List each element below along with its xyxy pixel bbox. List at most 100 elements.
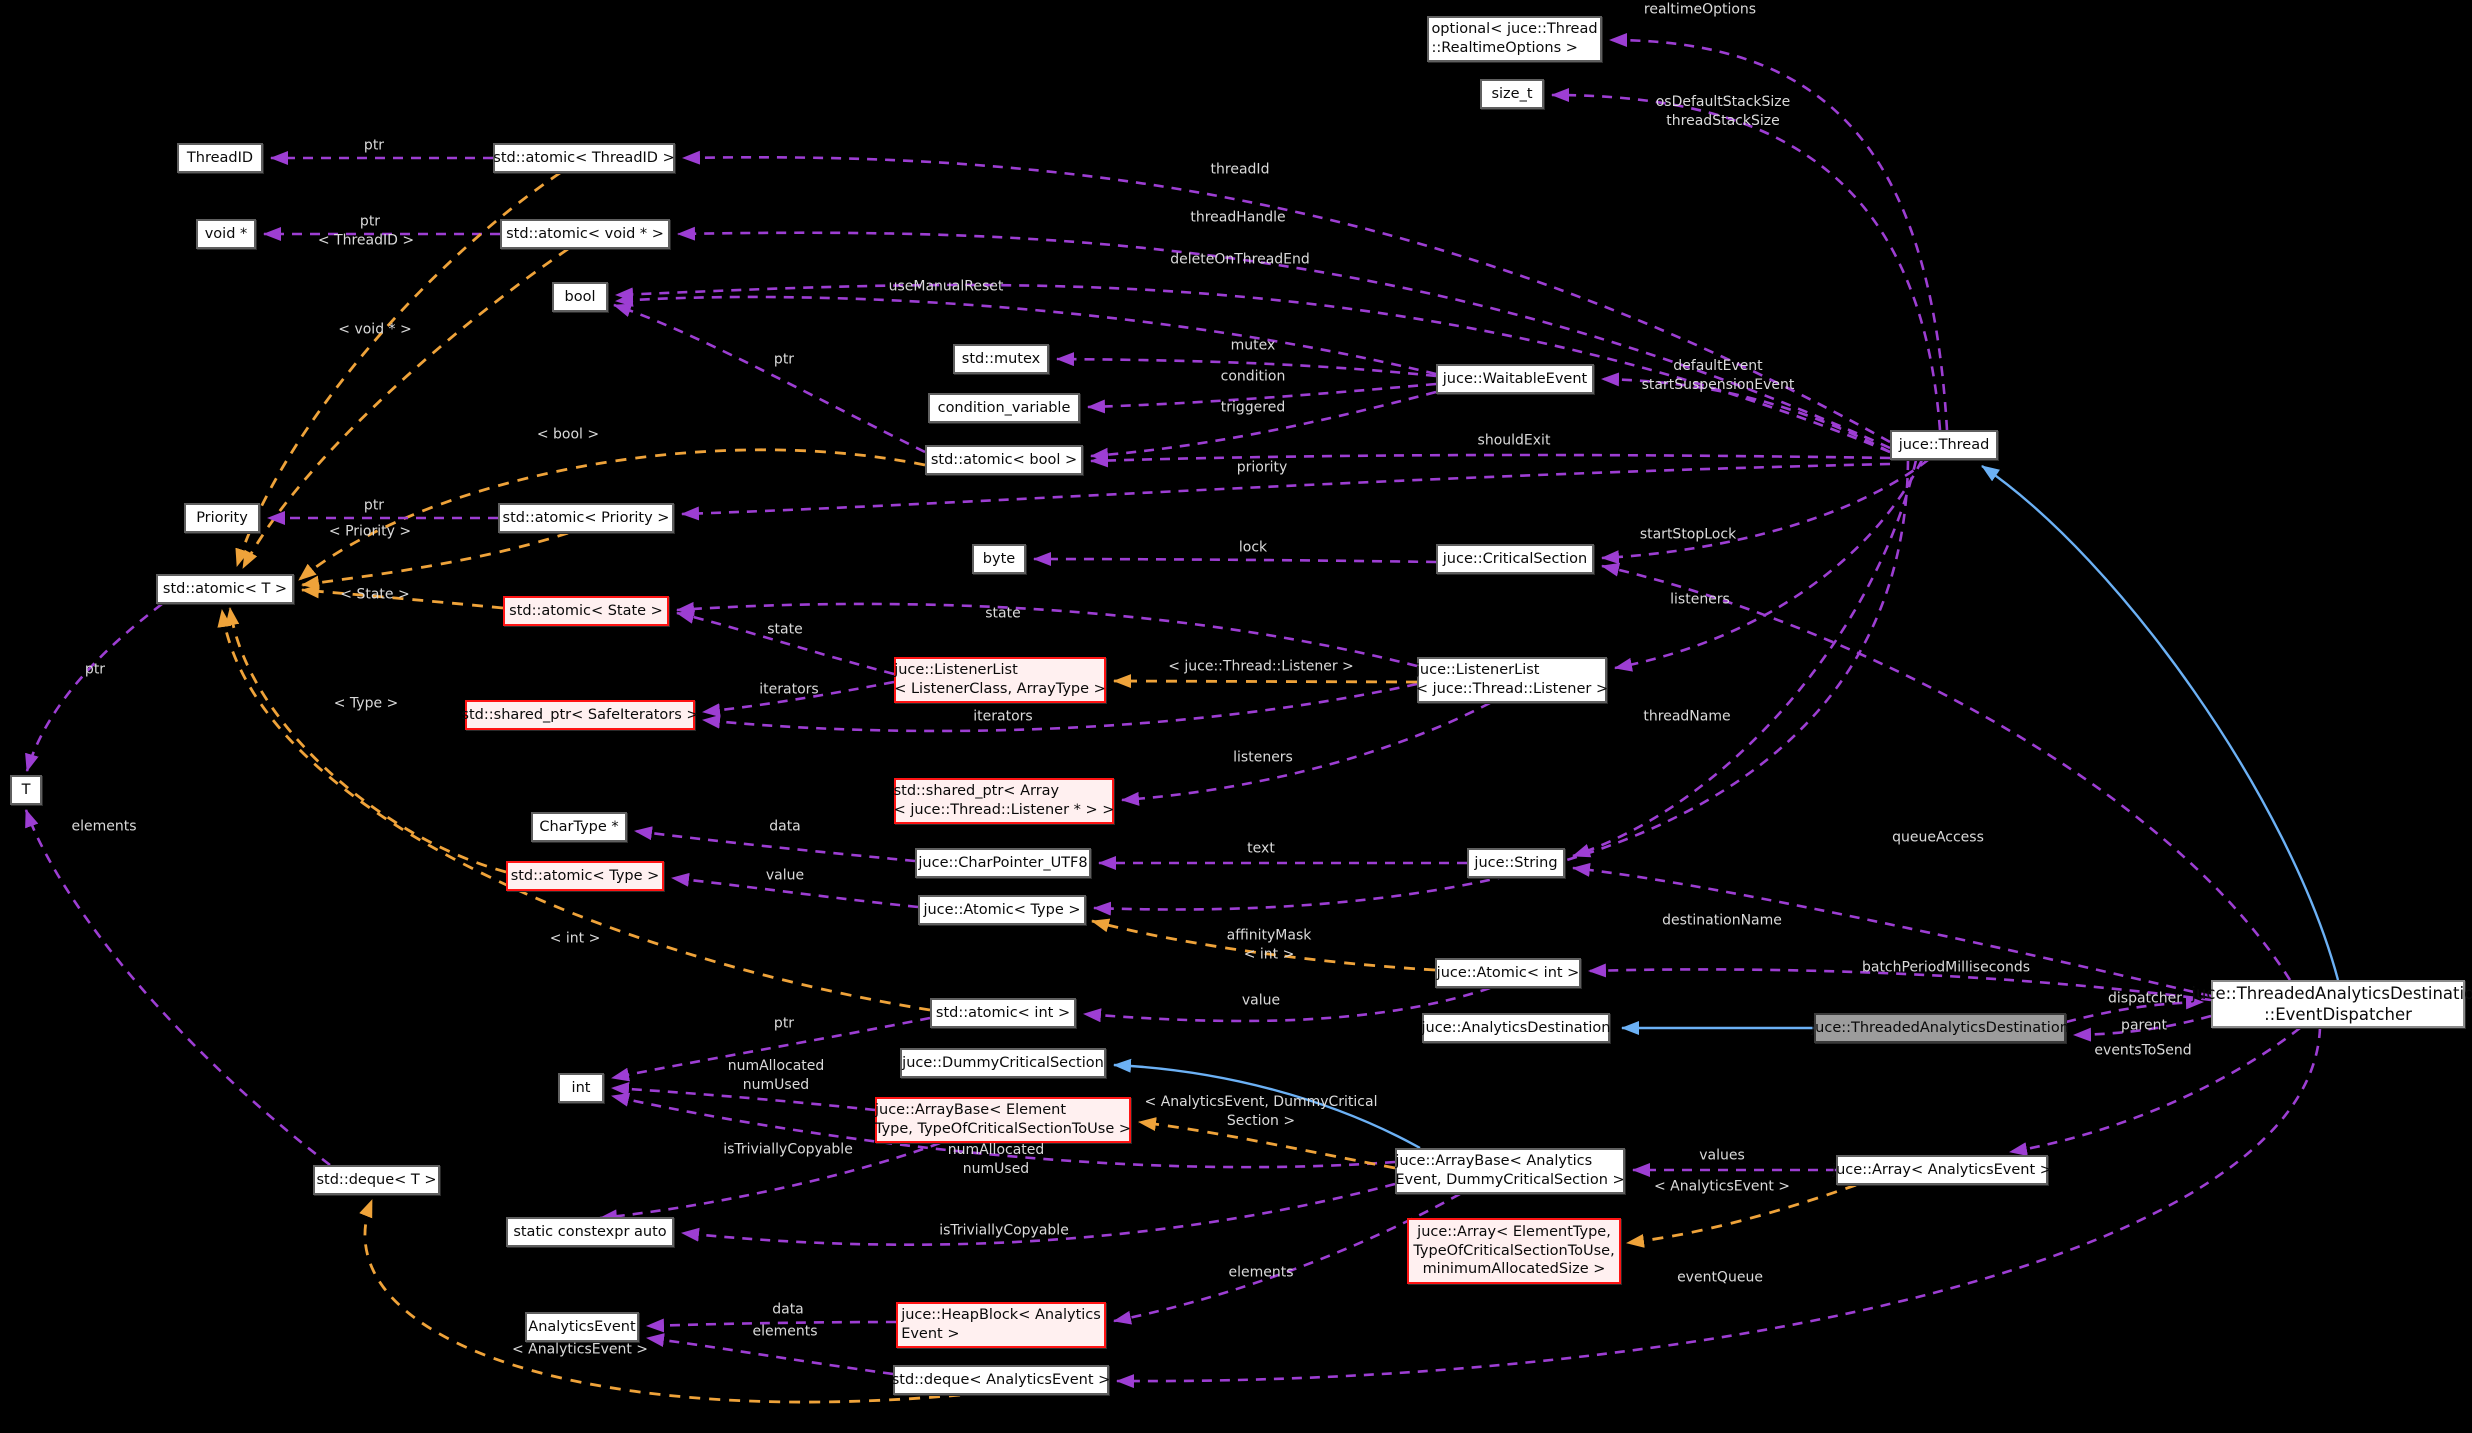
usage-edge-10 <box>613 303 926 454</box>
edge-label-tmpl_ae_dcs: < AnalyticsEvent, DummyCritical Section … <box>1144 1094 1378 1129</box>
class-node-atomic_priority[interactable]: std::atomic< Priority > <box>498 503 674 533</box>
edge-label-shouldexit: shouldExit <box>1477 432 1551 449</box>
class-node-atomic_voidptr[interactable]: std::atomic< void * > <box>500 219 670 249</box>
class-node-charpointer[interactable]: juce::CharPointer_UTF8 <box>915 848 1091 878</box>
edge-label-defaultevent: defaultEvent startSuspensionEvent <box>1641 358 1795 393</box>
class-node-array_ae[interactable]: juce::Array< AnalyticsEvent > <box>1832 1155 2052 1185</box>
class-node-deque_t[interactable]: std::deque< T > <box>313 1165 440 1195</box>
usage-edge-33 <box>634 826 916 863</box>
edge-label-values: values <box>1699 1147 1745 1164</box>
usage-edge-27 <box>702 680 895 718</box>
class-node-threaded_dest: juce::ThreadedAnalyticsDestination <box>1811 1013 2069 1043</box>
usage-edge-22 <box>1614 459 1924 672</box>
usage-edge-51 <box>681 1182 1396 1246</box>
usage-edge-21 <box>1033 552 1437 567</box>
edge-label-listeners1: listeners <box>1670 591 1730 608</box>
class-node-atomic_type_juce[interactable]: juce::Atomic< Type > <box>918 895 1086 925</box>
class-node-t[interactable]: T <box>10 775 42 805</box>
class-node-arraybase_ae[interactable]: juce::ArrayBase< Analytics Event, DummyC… <box>1395 1148 1625 1194</box>
usage-edge-20 <box>1601 458 1929 565</box>
class-node-atomic_t[interactable]: std::atomic< T > <box>156 574 294 604</box>
edge-label-iterators1: iterators <box>759 681 819 698</box>
edge-label-elements2: elements <box>752 1323 818 1340</box>
usage-edge-12 <box>1087 382 1437 414</box>
usage-edge-37 <box>1572 862 2212 998</box>
usage-edge-28 <box>702 682 1418 733</box>
class-node-dummy_critical[interactable]: juce::DummyCriticalSection <box>900 1048 1106 1078</box>
edge-label-ptr1: ptr <box>363 137 385 154</box>
class-node-waitable[interactable]: juce::WaitableEvent <box>1436 364 1594 394</box>
class-node-atomic_threadid[interactable]: std::atomic< ThreadID > <box>493 143 675 173</box>
edge-label-state1: state <box>767 621 803 638</box>
edge-label-tmpl_ae1: < AnalyticsEvent > <box>1653 1178 1791 1195</box>
edge-label-dispatcher: dispatcher <box>2108 990 2182 1007</box>
edge-label-ptr4: ptr <box>363 497 385 514</box>
class-node-byte[interactable]: byte <box>972 544 1026 574</box>
edge-label-batchperiod: batchPeriodMilliseconds <box>1861 959 2031 976</box>
class-node-atomic_int_juce[interactable]: juce::Atomic< int > <box>1435 958 1581 988</box>
class-node-array_t[interactable]: juce::Array< ElementType, TypeOfCritical… <box>1407 1218 1621 1284</box>
edge-label-destinationname: destinationName <box>1662 912 1782 929</box>
class-node-string[interactable]: juce::String <box>1467 848 1565 878</box>
template-edge-40 <box>217 609 931 1012</box>
usage-edge-0 <box>1609 33 1949 431</box>
class-node-voidptr[interactable]: void * <box>196 219 256 249</box>
edge-label-queueaccess: queueAccess <box>1892 829 1984 846</box>
class-node-deque_ae[interactable]: std::deque< AnalyticsEvent > <box>892 1365 1110 1395</box>
class-node-atomic_int[interactable]: std::atomic< int > <box>930 998 1076 1028</box>
edge-label-realtimeoptions: realtimeOptions <box>1643 1 1757 18</box>
edge-label-condition: condition <box>1220 368 1286 385</box>
class-node-chartype[interactable]: CharType * <box>531 812 627 842</box>
usage-edge-4 <box>615 283 1891 454</box>
usage-edge-50 <box>599 1141 941 1224</box>
usage-edge-30 <box>1121 701 1491 806</box>
class-node-listenerlist_t[interactable]: juce::ListenerList < ListenerClass, Arra… <box>894 657 1106 703</box>
edge-label-lock: lock <box>1238 539 1268 556</box>
edge-label-threadname: threadName <box>1643 708 1731 725</box>
edge-label-mutex: mutex <box>1230 337 1276 354</box>
class-node-static_auto[interactable]: static constexpr auto <box>506 1217 674 1247</box>
class-node-atomic_bool[interactable]: std::atomic< bool > <box>925 445 1083 475</box>
edge-label-numalloc1: numAllocated numUsed <box>727 1058 825 1093</box>
class-node-condvar[interactable]: condition_variable <box>928 393 1080 423</box>
class-node-sharedptr_array[interactable]: std::shared_ptr< Array < juce::Thread::L… <box>894 778 1114 824</box>
class-node-optional[interactable]: optional< juce::Thread ::RealtimeOptions… <box>1427 16 1602 62</box>
class-node-listenerlist[interactable]: juce::ListenerList < juce::Thread::Liste… <box>1416 657 1608 703</box>
class-node-thread[interactable]: juce::Thread <box>1890 430 1998 460</box>
usage-edge-2 <box>682 150 1891 444</box>
usage-edge-35 <box>671 872 919 909</box>
class-node-threadid[interactable]: ThreadID <box>177 143 263 173</box>
edge-label-tmpl_int2: < int > <box>549 930 601 947</box>
class-node-event_dispatcher[interactable]: juce::ThreadedAnalyticsDestination ::Eve… <box>2191 980 2472 1028</box>
class-node-analytics_dest[interactable]: juce::AnalyticsDestination <box>1422 1013 1610 1043</box>
usage-edge-47 <box>611 1082 876 1112</box>
edge-label-eventqueue: eventQueue <box>1677 1269 1763 1286</box>
edge-label-tmpl_voidptr: < void * > <box>338 321 412 338</box>
edge-label-value1: value <box>765 867 805 884</box>
usage-edge-41 <box>1083 986 1491 1023</box>
class-node-analytics_event[interactable]: AnalyticsEvent <box>525 1312 639 1342</box>
class-node-atomic_state[interactable]: std::atomic< State > <box>503 596 669 626</box>
class-node-sharedptr_safe[interactable]: std::shared_ptr< SafeIterators > <box>461 700 699 730</box>
class-node-arraybase_t[interactable]: juce::ArrayBase< Element Type, TypeOfCri… <box>875 1097 1131 1143</box>
usage-edge-5 <box>615 292 1437 376</box>
edge-label-numalloc2: numAllocated numUsed <box>947 1142 1045 1177</box>
class-node-int[interactable]: int <box>558 1073 604 1103</box>
template-edge-29 <box>1113 674 1418 689</box>
class-node-sizet[interactable]: size_t <box>1480 79 1544 109</box>
edge-label-data2: data <box>772 1301 804 1318</box>
class-node-critical[interactable]: juce::CriticalSection <box>1436 544 1594 574</box>
edge-label-ptr3: ptr <box>773 351 795 368</box>
class-node-atomic_type[interactable]: std::atomic< Type > <box>506 861 664 891</box>
class-node-heapblock[interactable]: juce::HeapBlock< Analytics Event > <box>896 1302 1106 1348</box>
class-node-bool[interactable]: bool <box>552 282 608 312</box>
usage-edge-26 <box>1572 459 1918 858</box>
edge-label-elements1: elements <box>1228 1264 1294 1281</box>
class-node-mutex[interactable]: std::mutex <box>953 344 1049 374</box>
edge-label-tmpl_threadid: < ThreadID > <box>317 232 415 249</box>
edge-label-eventstosend: eventsToSend <box>2094 1042 2192 1059</box>
template-edge-19 <box>301 531 569 590</box>
class-node-priority[interactable]: Priority <box>184 503 260 533</box>
edge-label-stacksize: osDefaultStackSize threadStackSize <box>1655 94 1791 129</box>
edge-label-tmpl_type: < Type > <box>333 695 399 712</box>
